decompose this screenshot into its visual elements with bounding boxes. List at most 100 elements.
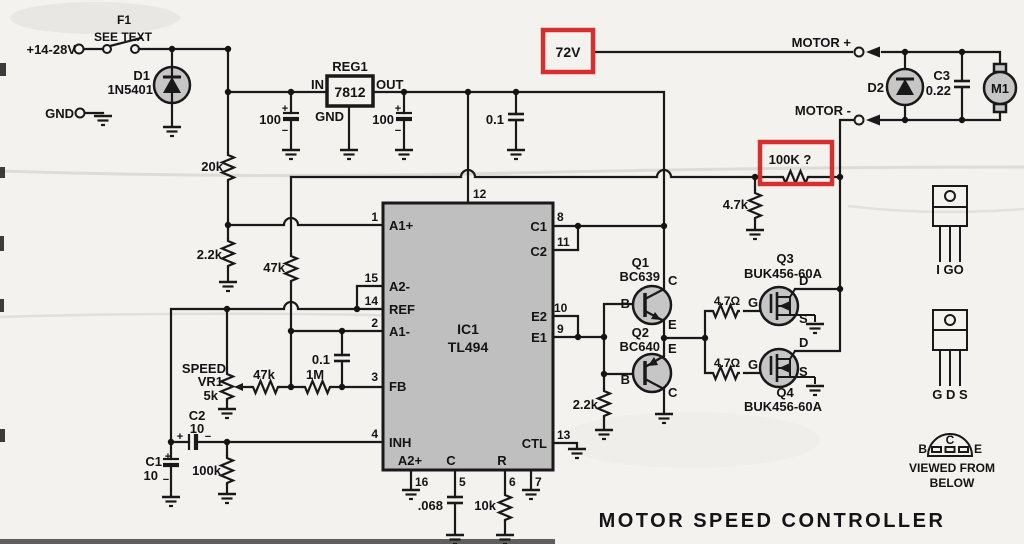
ic-pin-num-16: 16	[415, 475, 429, 489]
cap-100-in-plus: +	[282, 103, 288, 115]
resistor-20k	[220, 150, 236, 184]
cap-0.1-rail-value: 0.1	[486, 112, 504, 127]
transistor-q2	[631, 352, 673, 394]
reg1-part-label: 7812	[334, 84, 365, 100]
package-to220-reg	[932, 185, 968, 262]
annotation-72v-label: 72V	[556, 44, 582, 60]
resistor-10k-timing	[497, 490, 513, 524]
q2-ref-label: Q2	[632, 325, 649, 340]
q3-s-label: S	[799, 311, 808, 326]
fuse-ref-label: F1	[117, 13, 131, 27]
ic-pin-a2m: A2-	[389, 279, 410, 294]
speed-label: SPEED	[182, 361, 226, 376]
resistor-2.2k-divider	[220, 236, 236, 270]
ic-pin-num-8: 8	[557, 210, 564, 224]
cap-0.1-fb	[332, 353, 352, 363]
annotation-72v-box	[540, 27, 596, 75]
annotation-100k-label: 100K ?	[769, 152, 812, 167]
q1-ref-label: Q1	[632, 255, 649, 270]
c1-minus: −	[163, 474, 169, 486]
diode-d1	[152, 65, 192, 105]
resistor-4.7k	[747, 188, 763, 222]
resistor-10k-label: 10k	[474, 498, 496, 513]
ic-pin-num-13: 13	[557, 428, 571, 442]
resistor-47k-sense	[283, 251, 299, 285]
c3-ref-label: C3	[933, 68, 950, 83]
ic-pin-e2: E2	[531, 309, 547, 324]
c1-ref-label: C1	[145, 454, 162, 469]
cap-c3	[952, 79, 972, 89]
ic-pin-num-11: 11	[557, 235, 570, 249]
ic-pin-num-4: 4	[371, 427, 378, 441]
q2-b-label: B	[621, 372, 630, 387]
gnd-terminal	[74, 107, 86, 119]
ic-pin-ctl: CTL	[522, 436, 547, 451]
cap-100-in-value: 100	[259, 112, 281, 127]
q3-d-label: D	[799, 273, 808, 288]
ic-pin-num-15: 15	[365, 271, 379, 285]
d1-part-label: 1N5401	[107, 82, 153, 97]
ic-pin-num-1: 1	[371, 210, 378, 224]
input-voltage-label: +14-28V	[26, 42, 76, 57]
ic-pin-e1: E1	[531, 330, 547, 345]
ic-pin-num-14: 14	[365, 294, 379, 308]
resistor-4.7ohm-2-label: 4.7Ω	[714, 356, 741, 370]
resistor-2.2k-label: 2.2k	[197, 247, 223, 262]
to92-b-label: B	[918, 442, 927, 456]
cap-068	[445, 495, 465, 505]
reg1-in-label: IN	[311, 77, 324, 92]
reg1-ref-label: REG1	[332, 59, 367, 74]
q4-s-label: S	[799, 364, 808, 379]
transistor-q1	[631, 284, 673, 326]
to220-fet-pins-label: G D S	[932, 387, 968, 402]
q4-g-label: G	[748, 357, 758, 372]
resistor-2.2k-base	[596, 386, 612, 420]
c1-value-label: 10	[144, 468, 158, 483]
resistor-47k-wiper	[248, 379, 282, 395]
motor-minus-arrow	[866, 114, 880, 126]
resistor-20k-label: 20k	[201, 159, 223, 174]
ic-pin-c1: C1	[530, 219, 547, 234]
ic1-ref-label: IC1	[457, 321, 479, 337]
ic-pin-num-9: 9	[557, 322, 564, 336]
d2-ref-label: D2	[867, 80, 884, 95]
to92-c-label: C	[946, 433, 955, 447]
ic1-part-label: TL494	[448, 339, 489, 355]
resistor-4.7k-label: 4.7k	[723, 197, 749, 212]
ic-pin-num-6: 6	[509, 475, 516, 489]
schematic-title: MOTOR SPEED CONTROLLER	[599, 510, 946, 532]
q3-g-label: G	[748, 295, 758, 310]
re g1-out-label: OUT	[376, 77, 404, 92]
ic-pin-a2p: A2+	[398, 453, 423, 468]
c2-value-label: 10	[190, 421, 204, 436]
q1-part-label: BC639	[620, 269, 660, 284]
cap-0.1-fb-label: 0.1	[312, 352, 330, 367]
ic1-tl494-body	[381, 201, 555, 472]
resistor-100k-inh	[219, 453, 235, 487]
resistor-4.7ohm-1-label: 4.7Ω	[714, 294, 741, 308]
resistor-1m	[300, 379, 334, 395]
q2-c-label: C	[668, 385, 678, 400]
ic-pin-num-7: 7	[535, 475, 542, 489]
c2-plus: +	[177, 431, 183, 443]
ic-pin-inh: INH	[389, 435, 411, 450]
c2-minus: −	[205, 431, 211, 443]
fuse-note-label: SEE TEXT	[94, 30, 153, 44]
cap-0.1-rail	[506, 112, 526, 122]
diode-d2	[885, 67, 925, 107]
cap-100-in-minus: −	[282, 125, 288, 137]
ic-pin-num-10: 10	[554, 301, 568, 315]
ic-pin-r: R	[497, 453, 507, 468]
vr1-ref-label: VR1	[198, 374, 223, 389]
resistor-100k-inh-label: 100k	[192, 463, 222, 478]
resistor-100k-query	[778, 169, 812, 185]
viewed-from-label: VIEWED FROM	[909, 461, 995, 475]
q4-part-label: BUK456-60A	[744, 399, 823, 414]
mosfet-q4	[758, 347, 816, 389]
q4-d-label: D	[799, 335, 808, 350]
q2-part-label: BC640	[620, 339, 660, 354]
to220-reg-pins-label: I GO	[936, 262, 963, 277]
